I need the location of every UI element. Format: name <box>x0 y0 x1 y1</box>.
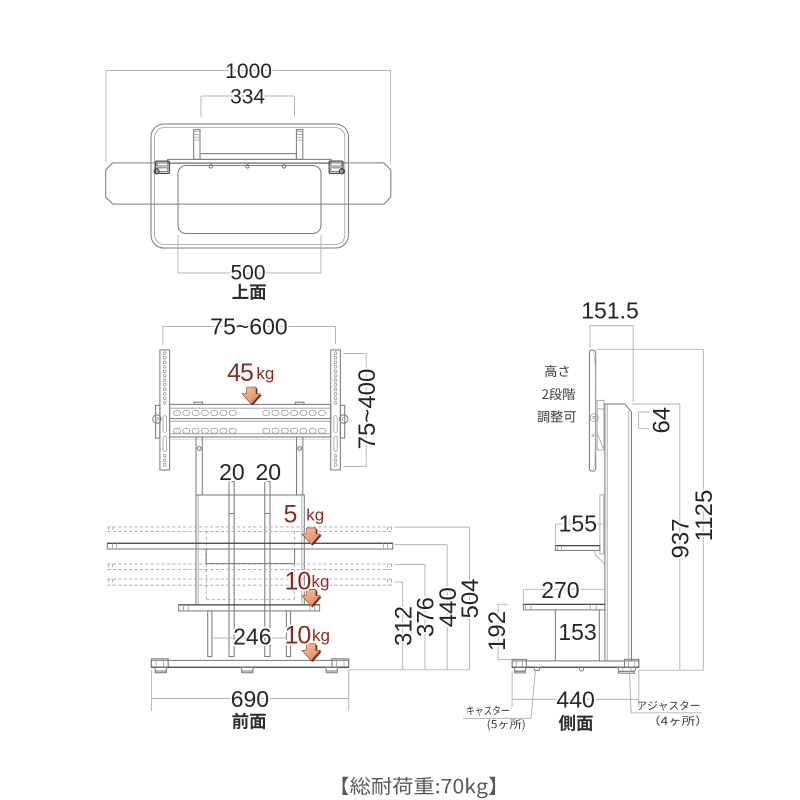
callout-adjuster-label <box>638 700 700 711</box>
screw-dot <box>245 164 250 169</box>
dim-shelf-to-base <box>497 603 513 661</box>
leader-adjuster <box>628 671 702 714</box>
front-view <box>106 326 470 711</box>
dim-text-20-right: 20 <box>256 459 282 485</box>
arrow-10kg-2 <box>301 643 322 662</box>
base-front <box>150 658 350 674</box>
dim-mount-span <box>200 95 295 117</box>
base-frame-opening <box>177 164 322 235</box>
inner-columns <box>228 480 271 658</box>
dim-text-151-5: 151.5 <box>581 298 639 324</box>
dim-lower-shelf-depth <box>522 588 605 605</box>
load-10-2-unit: kg <box>312 626 330 645</box>
dim-text-246: 246 <box>233 624 271 650</box>
side-view <box>463 325 704 719</box>
tv-outline <box>105 162 392 205</box>
dim-text-20-left: 20 <box>219 459 245 485</box>
dim-text-312: 312 <box>390 606 417 646</box>
shelf-lower <box>178 604 321 612</box>
pedestal-side <box>554 609 600 661</box>
label-front-view <box>232 712 266 730</box>
note-height-line3 <box>537 410 576 423</box>
dim-text-334: 334 <box>230 86 265 109</box>
dim-top-depth <box>589 325 634 402</box>
dim-text-75-600: 75~600 <box>210 313 287 339</box>
footer-note <box>342 776 496 799</box>
dim-tv-width <box>105 70 392 163</box>
shelf-main <box>106 542 394 565</box>
dim-base-depth <box>511 671 640 707</box>
dim-text-153: 153 <box>558 619 596 645</box>
dim-upper-shelf-depth <box>554 523 605 546</box>
callout-caster-label <box>467 705 509 716</box>
arrow-10kg-1 <box>301 589 322 608</box>
shelf-lower-side <box>522 603 606 611</box>
mount-plate <box>199 153 297 160</box>
vesa-rail-front-left <box>152 349 171 471</box>
dim-text-1000: 1000 <box>225 60 272 83</box>
dim-base-width <box>150 670 350 711</box>
dim-text-937: 937 <box>667 518 694 558</box>
base-frame-outer <box>150 123 350 249</box>
screw-dot <box>281 164 287 169</box>
load-5: 5 <box>283 500 296 528</box>
load-10-1: 10 <box>284 568 310 596</box>
callout-adjuster-count <box>656 715 700 726</box>
clamp-right <box>328 160 346 175</box>
stud <box>578 666 585 672</box>
note-height-line2 <box>542 387 575 401</box>
dim-text-500: 500 <box>230 262 265 285</box>
dim-text-64: 64 <box>649 407 676 434</box>
tilt-mount <box>589 399 605 451</box>
arrow-5kg <box>301 527 322 546</box>
panel <box>604 403 633 662</box>
dim-panel-height <box>631 403 681 671</box>
top-view <box>105 70 392 274</box>
dim-total-height <box>596 348 704 671</box>
load-45: 45 <box>227 359 253 387</box>
dim-vesa-width <box>162 326 336 345</box>
dim-base-inner-width <box>177 235 322 274</box>
foot-small <box>533 666 541 671</box>
dim-text-155: 155 <box>559 511 597 537</box>
note-height-line1 <box>545 364 569 378</box>
dim-vesa-height <box>343 353 367 467</box>
vesa-bars <box>169 401 332 440</box>
clamp-left <box>153 160 171 175</box>
load-10-1-unit: kg <box>312 572 330 591</box>
dim-text-1125: 1125 <box>691 490 718 542</box>
pedestal <box>207 610 292 658</box>
dim-text-192: 192 <box>484 611 511 651</box>
label-top-view <box>232 283 266 300</box>
load-45-unit: kg <box>256 364 274 383</box>
arrow-45kg <box>241 386 262 406</box>
support-columns <box>195 436 304 496</box>
dim-text-270: 270 <box>541 577 579 603</box>
load-10-2: 10 <box>284 622 310 650</box>
base-frame-inner <box>154 127 346 245</box>
dim-bracket-offset <box>638 411 649 430</box>
tv-profile <box>588 349 597 472</box>
leader-caster <box>463 669 536 719</box>
dim-text-440: 440 <box>556 687 594 713</box>
dim-text-504: 504 <box>457 578 484 618</box>
caster-right <box>616 666 638 672</box>
callout-caster-count <box>487 719 525 731</box>
screw-dot <box>208 164 213 169</box>
dim-text-690: 690 <box>231 686 269 712</box>
base-side <box>511 658 640 674</box>
vesa-rail-front-right <box>330 349 349 471</box>
shelf-upper-side <box>554 544 601 551</box>
load-5-unit: kg <box>306 505 324 524</box>
vesa-rail-top-left <box>193 129 201 160</box>
dim-text-376: 376 <box>413 597 440 637</box>
dim-text-440h: 440 <box>435 587 462 627</box>
dim-text-75-400: 75~400 <box>354 369 381 450</box>
vesa-rail-top-right <box>295 129 304 160</box>
dims-shelf-heights <box>348 526 470 671</box>
label-side-view <box>558 714 593 732</box>
